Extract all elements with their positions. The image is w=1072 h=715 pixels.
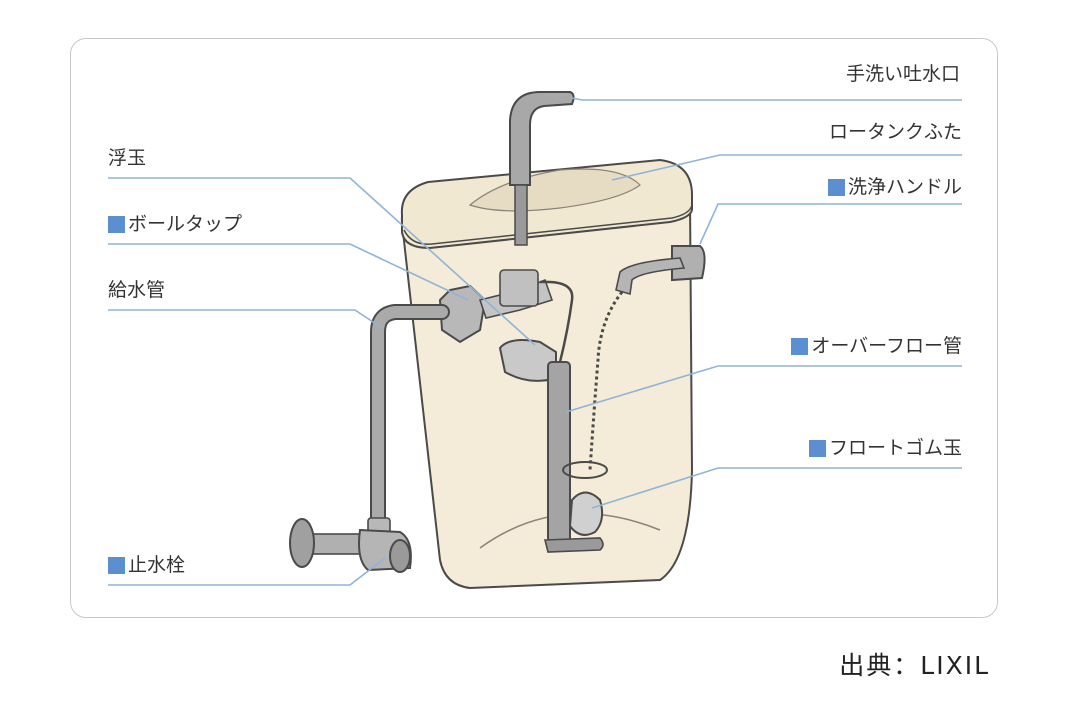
label-float-ball: 浮玉 [108,147,147,169]
marker-square [808,439,826,457]
marker-square [827,178,845,196]
stop-valve-flange [289,518,315,568]
refill-tube [539,280,574,363]
label-float-rubber: フロートゴム玉 [808,436,962,460]
leader-float-rubber [591,467,962,509]
supply-pipe-fill [372,306,448,526]
leader-lines [108,97,962,586]
faucet-spout [509,91,575,186]
label-supply-pipe: 給水管 [108,279,166,301]
label-stop-valve: 止水栓 [108,553,185,577]
flapper-ring [562,461,608,479]
label-faucet: 手洗い吐水口 [845,63,960,85]
leader-float-ball [108,177,536,346]
flush-handle-body [671,245,706,282]
flush-lever [615,257,686,296]
float-rubber-ball [568,491,604,536]
chain [588,291,624,471]
marker-square [108,556,125,574]
ball-tap-valve [499,269,539,307]
leader-stop-valve [108,557,386,586]
leader-supply-pipe [108,309,383,329]
stop-valve-outlet [389,539,411,573]
marker-square [108,215,125,233]
ball-tap-body [438,284,487,344]
leader-overflow-pipe [565,365,962,413]
leader-faucet [571,97,962,101]
marker-square [791,337,809,355]
label-flush-handle: 洗浄ハンドル [827,175,962,199]
leader-tank-lid [611,154,962,181]
leader-flush-handle [699,203,962,245]
leader-ball-tap [108,243,469,301]
faucet-stem [514,184,528,246]
lid-edge [403,204,693,245]
label-tank-lid: ロータンクふた [828,121,962,143]
overflow-base [543,537,604,553]
label-ball-tap: ボールタップ [108,212,242,236]
source-credit: 出典：LIXIL [839,651,990,680]
label-overflow-pipe: オーバーフロー管 [791,334,962,358]
overflow-pipe [547,361,571,543]
